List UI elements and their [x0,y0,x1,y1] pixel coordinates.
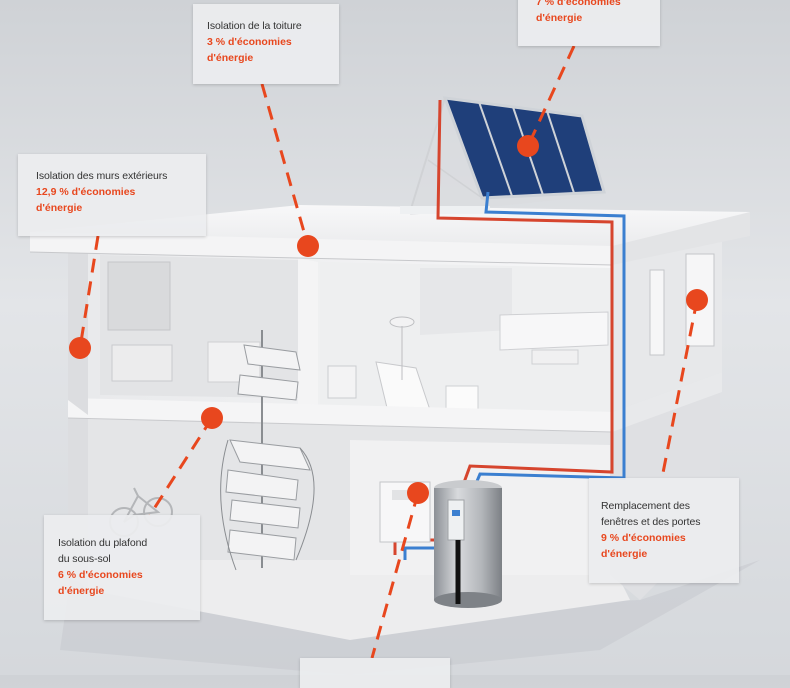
callout-windows-sub: d'énergie [601,548,648,560]
window-left [107,261,171,331]
marker-dot [407,482,429,504]
divider-wall [298,258,318,418]
radiator-left [111,344,173,382]
callout-wall-sub: d'énergie [36,202,83,214]
marker-dot [517,135,539,157]
spiral-staircase [220,330,315,571]
callout-bottom [300,658,450,688]
callout-solar-pct: 7 % d'économies [536,0,621,8]
callout-wall-pct: 12,9 % d'économies [36,186,136,198]
callout-basement-label-1: Isolation du plafond [58,537,148,549]
callout-roof-pct: 3 % d'économies [207,36,292,48]
sofa [499,311,609,351]
callout-basement-pct: 6 % d'économies [58,569,143,581]
callout-windows-pct: 9 % d'économies [601,532,686,544]
marker-dot [297,235,319,257]
floor-slab-right [612,372,722,432]
room-right-inner [420,268,512,335]
callout-wall-label: Isolation des murs extérieurs [36,170,168,182]
floor-lamp [389,316,415,380]
marker-dot [686,289,708,311]
connector-lines [78,45,699,659]
callout-roof-sub: d'énergie [207,52,254,64]
window-right-1 [649,269,665,356]
radiator-right [327,365,357,399]
callout-basement-label-2: du sous-sol [58,553,111,565]
roof-right-edge [612,212,750,265]
marker-dot [69,337,91,359]
callout-windows-doors: Remplacement des fenêtres et des portes … [589,478,739,583]
callout-wall-insulation: Isolation des murs extérieurs 12,9 % d'é… [18,154,206,236]
floor-slab [68,398,612,432]
solar-panel [400,96,606,215]
house-left-wall [68,248,88,415]
roof-front-edge [30,232,612,265]
callout-windows-label-2: fenêtres et des portes [601,516,701,528]
callout-basement-ceiling: Isolation du plafond du sous-sol 6 % d'é… [44,515,200,620]
callout-solar-sub: d'énergie [536,12,583,24]
callout-windows-label-1: Remplacement des [601,500,690,512]
callout-solar: 7 % d'économies d'énergie [518,0,660,46]
callout-basement-sub: d'énergie [58,585,105,597]
callout-roof-insulation: Isolation de la toiture 3 % d'économies … [193,4,339,84]
callout-roof-label: Isolation de la toiture [207,20,302,32]
hot-water-tank [434,480,502,608]
coffee-table [531,349,579,365]
marker-dot [201,407,223,429]
